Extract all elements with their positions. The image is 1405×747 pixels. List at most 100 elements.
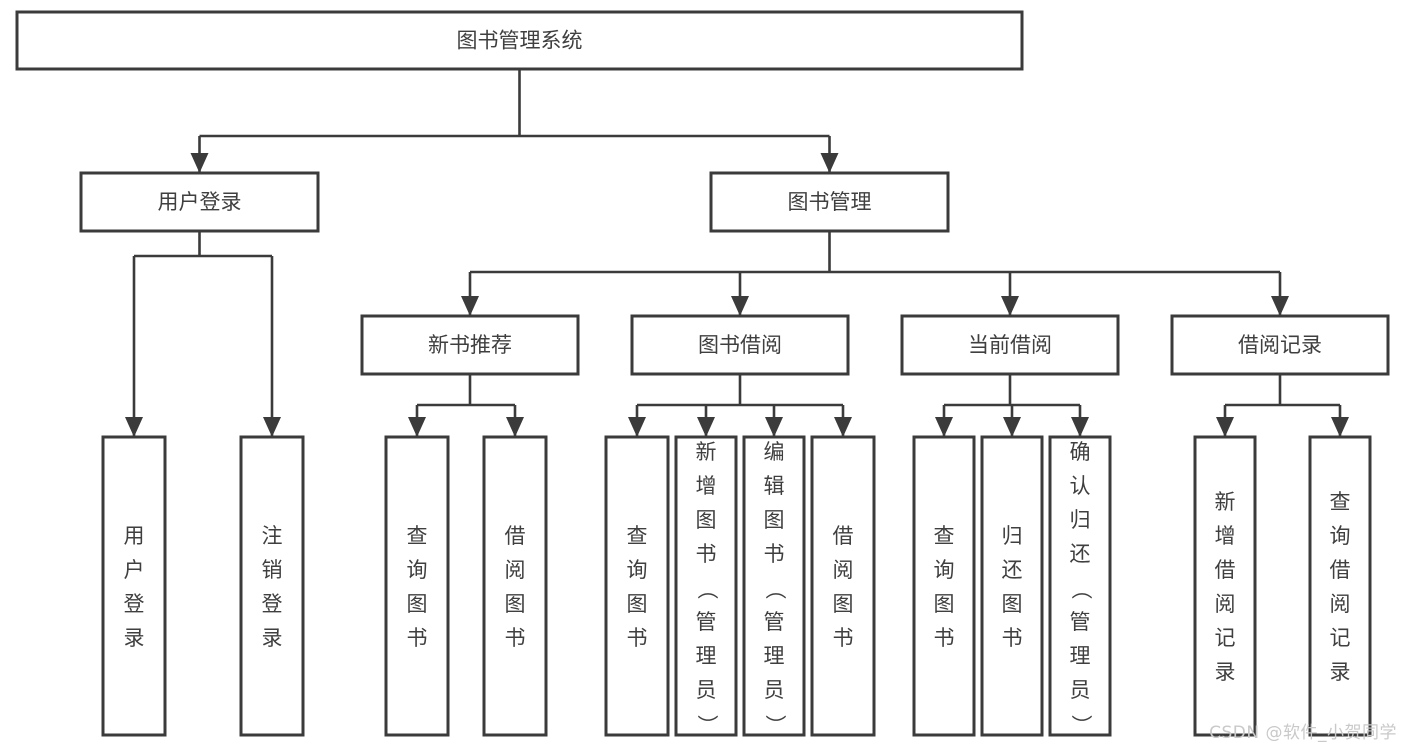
leaf-label-char: （ xyxy=(695,579,719,600)
node-label: 当前借阅 xyxy=(968,333,1052,357)
leaf-label-char: 增 xyxy=(696,474,717,498)
leaf-label-char: 户 xyxy=(124,558,145,582)
leaf-label-char: 查 xyxy=(407,524,428,548)
leaf-label-char: 录 xyxy=(1215,660,1236,684)
arrow-head-icon xyxy=(190,153,209,173)
leaf-label-char: 书 xyxy=(833,626,854,650)
node-book-borrow[interactable]: 图书借阅 xyxy=(630,314,850,376)
leaf-label-char: 还 xyxy=(1002,558,1023,582)
leaf-label-char: 管 xyxy=(696,610,717,634)
leaf-label-char: 登 xyxy=(124,592,145,616)
leaf-label-char: 新 xyxy=(696,440,717,464)
leaf-label-char: 借 xyxy=(505,524,526,548)
arrow-head-icon xyxy=(408,417,426,437)
node-box xyxy=(674,435,738,737)
arrow-head-icon xyxy=(506,417,524,437)
node-label: 新书推荐 xyxy=(428,333,512,357)
leaf-label-char: 编 xyxy=(764,440,785,464)
arrow-head-icon xyxy=(263,417,281,437)
node-current-borrow[interactable]: 当前借阅 xyxy=(900,314,1120,376)
leaf-label-char: 书 xyxy=(764,542,785,566)
node-borrow-record[interactable]: 借阅记录 xyxy=(1170,314,1390,376)
node-leaf-user-login[interactable]: 用户登录 xyxy=(101,435,167,737)
node-box xyxy=(1308,435,1372,737)
leaf-label-char: 查 xyxy=(934,524,955,548)
leaf-label-char: （ xyxy=(1069,579,1093,600)
leaf-label-char: 询 xyxy=(1330,524,1351,548)
leaf-label-char: 书 xyxy=(934,626,955,650)
node-box xyxy=(912,435,976,737)
arrow-head-icon xyxy=(820,153,839,173)
node-root[interactable]: 图书管理系统 xyxy=(15,10,1024,71)
leaf-label-char: 管 xyxy=(1070,610,1091,634)
leaf-label-char: 确 xyxy=(1070,440,1091,464)
node-book-manage[interactable]: 图书管理 xyxy=(709,171,950,233)
leaf-label-char: 管 xyxy=(764,610,785,634)
leaf-label-char: 登 xyxy=(262,592,283,616)
arrow-head-icon xyxy=(461,296,479,316)
edges-layer xyxy=(125,69,1349,437)
leaf-label-char: 录 xyxy=(262,626,283,650)
arrow-head-icon xyxy=(834,417,852,437)
leaf-label-char: 查 xyxy=(1330,490,1351,514)
leaf-label-char: 辑 xyxy=(764,474,785,498)
arrow-head-icon xyxy=(697,417,715,437)
leaf-label-char: 注 xyxy=(262,524,283,548)
leaf-label-char: 查 xyxy=(627,524,648,548)
node-box xyxy=(1170,314,1390,376)
node-label: 借阅记录 xyxy=(1238,333,1322,357)
node-box xyxy=(630,314,850,376)
leaf-label-char: 询 xyxy=(934,558,955,582)
leaf-label-char: 认 xyxy=(1070,474,1091,498)
leaf-label-char: 图 xyxy=(934,592,955,616)
leaf-label-char: ） xyxy=(1069,715,1093,736)
leaf-label-char: 图 xyxy=(505,592,526,616)
leaf-label-char: 增 xyxy=(1215,524,1236,548)
leaf-label-char: 录 xyxy=(124,626,145,650)
leaf-label-char: 阅 xyxy=(1330,592,1351,616)
node-box xyxy=(900,314,1120,376)
leaf-label-char: ） xyxy=(763,715,787,736)
leaf-label-char: 图 xyxy=(627,592,648,616)
node-label: 图书管理 xyxy=(788,190,872,214)
node-box xyxy=(482,435,548,737)
leaf-label-char: 询 xyxy=(627,558,648,582)
leaf-label-char: 书 xyxy=(627,626,648,650)
node-box xyxy=(742,435,806,737)
leaf-label-char: 理 xyxy=(696,644,717,668)
arrow-head-icon xyxy=(1003,417,1021,437)
leaf-label-char: 理 xyxy=(764,644,785,668)
leaf-label-char: 书 xyxy=(696,542,717,566)
arrow-head-icon xyxy=(1001,296,1019,316)
node-box xyxy=(1193,435,1257,737)
leaf-label-char: 图 xyxy=(1002,592,1023,616)
leaf-label-char: 员 xyxy=(764,678,785,702)
node-box xyxy=(101,435,167,737)
leaf-label-char: 归 xyxy=(1070,508,1091,532)
node-label: 用户登录 xyxy=(158,190,242,214)
leaf-label-char: 借 xyxy=(1330,558,1351,582)
node-box xyxy=(79,171,320,233)
leaf-label-char: 理 xyxy=(1070,644,1091,668)
node-box xyxy=(1048,435,1112,737)
watermark: CSDN @软件_小贺同学 xyxy=(1209,723,1397,743)
node-new-book-rec[interactable]: 新书推荐 xyxy=(360,314,580,376)
leaf-label-char: 阅 xyxy=(505,558,526,582)
leaf-label-char: 阅 xyxy=(833,558,854,582)
leaf-label-char: 新 xyxy=(1215,490,1236,514)
node-user-login[interactable]: 用户登录 xyxy=(79,171,320,233)
node-box xyxy=(384,435,450,737)
